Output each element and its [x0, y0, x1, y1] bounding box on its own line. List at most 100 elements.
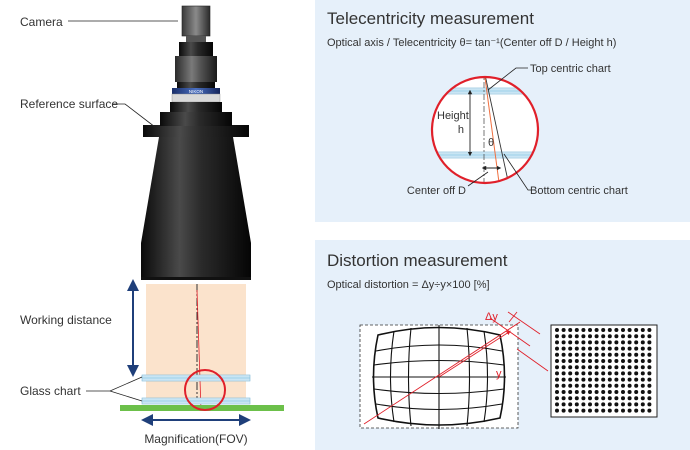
grid-dot: [614, 346, 619, 351]
grid-dot: [601, 359, 606, 363]
grid-dot: [581, 359, 586, 363]
grid-dot: [561, 377, 566, 382]
grid-dot: [588, 402, 592, 407]
grid-dot: [647, 334, 652, 339]
grid-dot: [568, 340, 573, 345]
theta-label: θ: [488, 137, 494, 149]
grid-dot: [561, 408, 566, 413]
grid-dot: [647, 377, 652, 382]
grid-dot: [561, 352, 566, 357]
grid-dot: [607, 328, 612, 332]
grid-dot: [574, 359, 579, 363]
grid-dot: [627, 359, 632, 363]
grid-dot: [614, 408, 619, 413]
grid-dot: [568, 383, 573, 388]
grid-dot: [574, 408, 579, 413]
grid-dot: [594, 359, 599, 363]
distorted-grid: [372, 325, 506, 429]
grid-dot: [607, 340, 612, 345]
grid-dot: [601, 328, 606, 332]
grid-dot: [601, 371, 606, 376]
distortion-title: Distortion measurement: [327, 251, 508, 270]
grid-dot: [647, 359, 652, 363]
glass-chart-bottom: [141, 397, 251, 405]
grid-dot: [574, 352, 579, 357]
grid-dot: [621, 346, 625, 351]
grid-dot: [607, 346, 612, 351]
grid-dot: [601, 390, 606, 394]
grid-dot: [614, 402, 619, 407]
grid-dot: [607, 383, 612, 388]
principal-ray: [196, 289, 202, 411]
grid-dot: [634, 365, 639, 370]
grid-dot: [594, 334, 599, 339]
grid-dot: [555, 377, 559, 382]
grid-dot: [621, 328, 625, 332]
grid-dot: [574, 377, 579, 382]
grid-dot: [607, 359, 612, 363]
grid-dot: [561, 365, 566, 370]
grid-dot: [574, 383, 579, 388]
grid-dot: [634, 334, 639, 339]
grid-dot: [640, 346, 645, 351]
grid-dot: [614, 371, 619, 376]
grid-dot: [555, 346, 559, 351]
grid-dot: [568, 408, 573, 413]
grid-dot: [561, 359, 566, 363]
grid-dot: [581, 390, 586, 394]
grid-dot: [555, 340, 559, 345]
dy-label: Δy: [485, 311, 498, 323]
grid-dot: [581, 334, 586, 339]
grid-dot: [555, 352, 559, 357]
grid-dot: [561, 396, 566, 401]
grid-dot: [588, 396, 592, 401]
grid-dot: [594, 371, 599, 376]
grid-dot: [574, 365, 579, 370]
grid-dot: [581, 340, 586, 345]
grid-dot: [588, 390, 592, 394]
grid-dot: [607, 352, 612, 357]
grid-dot: [647, 396, 652, 401]
y-label: y: [496, 368, 502, 380]
detail-highlight-circle: [184, 369, 226, 411]
grid-dot: [588, 408, 592, 413]
grid-dot: [568, 390, 573, 394]
grid-dot: [601, 408, 606, 413]
grid-dot: [568, 365, 573, 370]
grid-dot: [594, 390, 599, 394]
grid-dot: [555, 402, 559, 407]
h-label: h: [458, 124, 464, 136]
grid-dot: [621, 396, 625, 401]
grid-dot: [627, 371, 632, 376]
grid-dot: [561, 346, 566, 351]
glass-chart-label: Glass chart: [20, 384, 81, 398]
grid-dot: [627, 377, 632, 382]
telecentricity-title: Telecentricity measurement: [327, 9, 534, 28]
grid-dot: [647, 408, 652, 413]
distortion-vectors: Δy y: [363, 311, 549, 425]
grid-dot: [634, 359, 639, 363]
grid-dot: [647, 365, 652, 370]
grid-dot: [601, 396, 606, 401]
grid-dot: [588, 383, 592, 388]
grid-dot: [574, 390, 579, 394]
grid-dot: [627, 346, 632, 351]
grid-dot: [588, 328, 592, 332]
grid-dot: [581, 352, 586, 357]
grid-dot: [594, 396, 599, 401]
grid-dot: [634, 408, 639, 413]
grid-dot: [627, 396, 632, 401]
grid-dot: [594, 402, 599, 407]
grid-dot: [634, 346, 639, 351]
grid-dot: [568, 396, 573, 401]
grid-dot: [607, 408, 612, 413]
lens-ring-text: NIKON: [189, 89, 203, 94]
grid-dot: [555, 365, 559, 370]
grid-dot: [555, 371, 559, 376]
grid-dot: [581, 371, 586, 376]
grid-dot: [621, 365, 625, 370]
grid-dot: [594, 328, 599, 332]
height-label: Height: [437, 110, 469, 122]
grid-dot: [640, 371, 645, 376]
magnification-label: Magnification(FOV): [144, 432, 247, 446]
